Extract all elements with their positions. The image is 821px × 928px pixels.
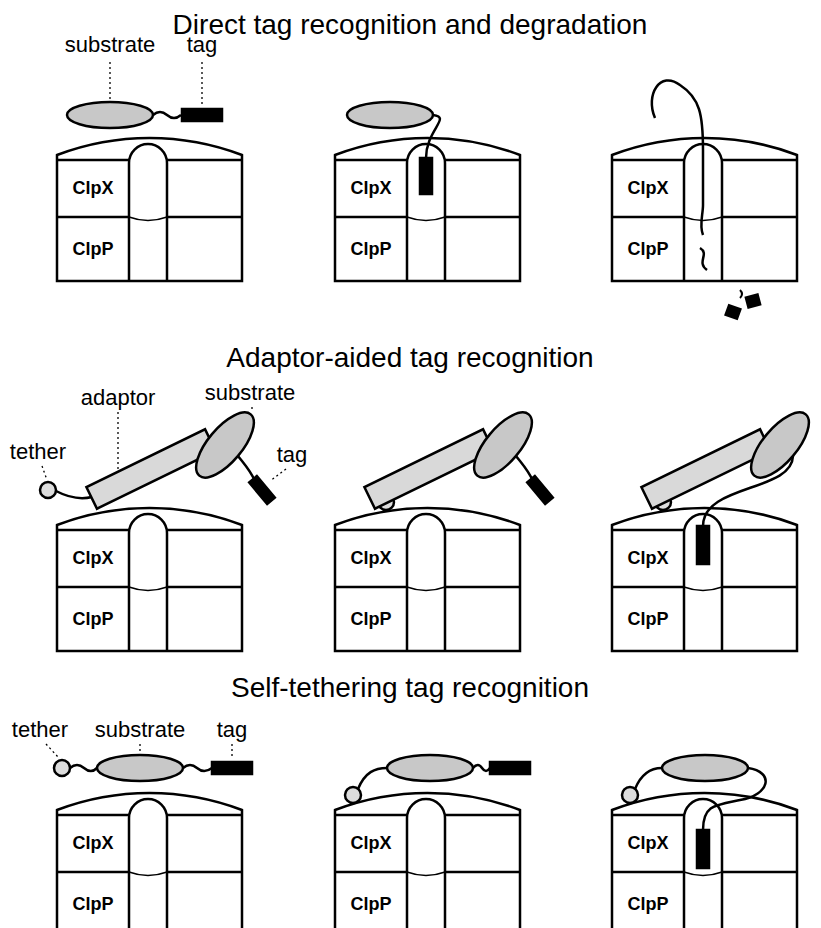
subunit-name: ClpX — [350, 178, 391, 199]
part-label: substrate — [205, 381, 296, 405]
part-label: tag — [277, 443, 308, 467]
subunit-name: ClpX — [72, 548, 113, 569]
clpp-box: ClpP — [612, 872, 797, 928]
subunit-name: ClpX — [350, 548, 391, 569]
subunit-name: ClpP — [350, 894, 391, 915]
clpx-box: ClpX — [335, 160, 520, 217]
part-label: tag — [187, 33, 218, 57]
subunit-name: ClpX — [72, 833, 113, 854]
clpxp-machines — [57, 138, 797, 928]
clpp-box: ClpP — [57, 217, 242, 281]
part-label: substrate — [65, 33, 156, 57]
section-heading: Self-tethering tag recognition — [231, 673, 589, 704]
row2-illustration — [40, 403, 819, 564]
part-label: tag — [217, 718, 248, 742]
section-heading: Direct tag recognition and degradation — [173, 10, 648, 41]
subunit-name: ClpP — [350, 609, 391, 630]
subunit-name: ClpP — [72, 609, 113, 630]
row1-illustration — [67, 80, 760, 318]
subunit-name: ClpX — [627, 548, 668, 569]
clpp-box: ClpP — [335, 587, 520, 651]
subunit-name: ClpX — [627, 833, 668, 854]
leader-lines — [42, 62, 286, 759]
subunit-name: ClpP — [627, 239, 668, 260]
part-label: substrate — [95, 718, 186, 742]
clpp-box: ClpP — [612, 587, 797, 651]
clpx-box: ClpX — [612, 530, 797, 587]
subunit-name: ClpP — [350, 239, 391, 260]
clpx-box: ClpX — [612, 815, 797, 872]
subunit-name: ClpX — [350, 833, 391, 854]
section-heading: Adaptor-aided tag recognition — [226, 343, 593, 374]
clpx-box: ClpX — [612, 160, 797, 217]
clpx-box: ClpX — [57, 530, 242, 587]
clpp-box: ClpP — [57, 872, 242, 928]
subunit-name: ClpX — [72, 178, 113, 199]
part-label: adaptor — [81, 386, 156, 410]
subunit-name: ClpP — [627, 894, 668, 915]
clpx-box: ClpX — [57, 815, 242, 872]
subunit-name: ClpP — [72, 239, 113, 260]
row3-illustration — [54, 755, 766, 868]
part-label: tether — [12, 718, 68, 742]
subunit-name: ClpP — [72, 894, 113, 915]
clpp-box: ClpP — [57, 587, 242, 651]
subunit-name: ClpX — [627, 178, 668, 199]
clpx-box: ClpX — [335, 530, 520, 587]
subunit-name: ClpP — [627, 609, 668, 630]
clpp-box: ClpP — [612, 217, 797, 281]
clpp-box: ClpP — [335, 872, 520, 928]
clpp-box: ClpP — [335, 217, 520, 281]
clpx-box: ClpX — [57, 160, 242, 217]
clpx-box: ClpX — [335, 815, 520, 872]
part-label: tether — [10, 440, 66, 464]
